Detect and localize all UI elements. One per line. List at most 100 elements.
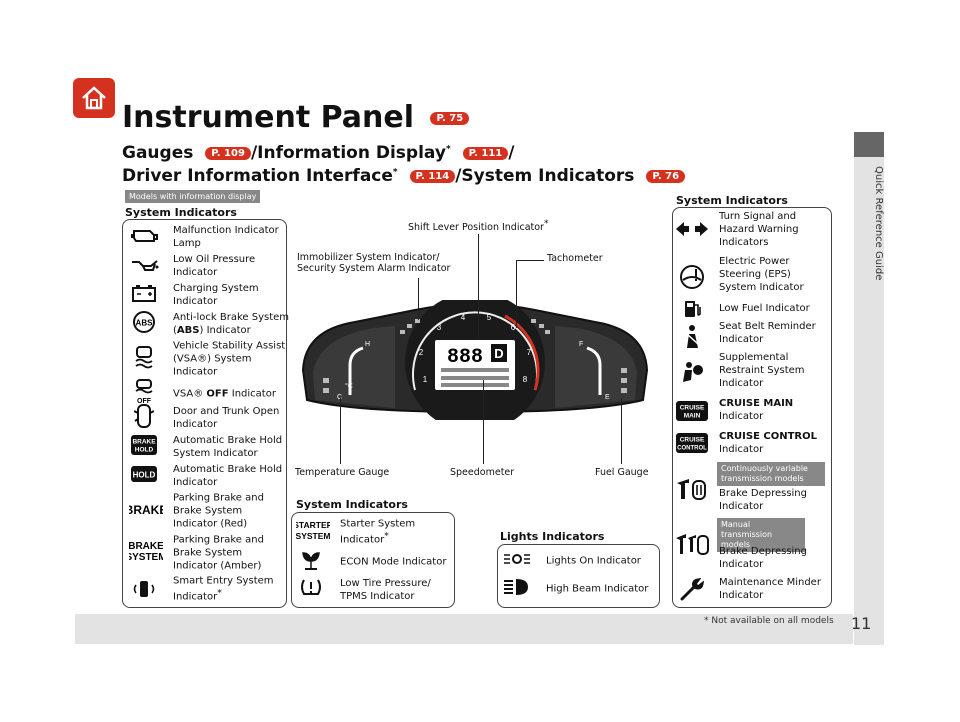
item-label: Brake Depressing Indicator — [719, 546, 807, 570]
low-fuel-icon — [675, 299, 709, 323]
star-mark: * — [543, 219, 549, 229]
tach-tick: 2 — [419, 348, 424, 357]
item-label: Automatic Brake Hold System Indicator — [173, 435, 283, 459]
item-label: Smart Entry System Indicator* — [173, 574, 285, 603]
smart-entry-icon — [129, 575, 159, 603]
label-part: Indicator — [719, 411, 764, 422]
hold-icon: HOLD — [129, 465, 159, 487]
callout-line-speed — [483, 380, 484, 464]
fuel-gauge-callout: Fuel Gauge — [595, 467, 649, 478]
callout-text: Security System Alarm Indicator — [297, 263, 451, 274]
list-item: BRAKE Parking Brake and Brake System Ind… — [125, 490, 284, 532]
item-label: Door and Trunk Open Indicator — [173, 406, 280, 430]
tpms-icon — [296, 577, 326, 603]
vsa-off-icon: OFF — [129, 379, 159, 409]
fuel-f-label: F — [579, 341, 583, 348]
right-indicator-panel: Turn Signal and Hazard Warning Indicator… — [672, 207, 832, 608]
tach-tick: 8 — [523, 375, 528, 384]
tach-tick: 7 — [527, 348, 532, 357]
cruise-icon-text: CRUISE — [680, 437, 705, 444]
item-label: Vehicle Stability Assist (VSA®) System I… — [173, 340, 286, 378]
cruise-control-icon: CRUISE CONTROL — [675, 432, 709, 458]
brake-icon-text: BRAKE — [129, 503, 163, 517]
malfunction-indicator-icon — [129, 225, 159, 249]
center-panel-title: System Indicators — [296, 498, 408, 511]
item-label: Malfunction Indicator Lamp — [173, 225, 279, 249]
seat-belt-icon — [675, 324, 709, 354]
subtitle-info-display: /Information Display — [250, 143, 446, 163]
label-bold: ABS — [176, 325, 200, 336]
title-page-ref[interactable]: P. 75 — [430, 112, 470, 125]
shift-lever-callout: Shift Lever Position Indicator* — [408, 219, 548, 233]
gauges-page-ref[interactable]: P. 109 — [205, 146, 251, 160]
sidebar-tab — [854, 132, 884, 157]
dii-page-ref[interactable]: P. 114 — [409, 169, 456, 183]
brake-depress-cvt-icon — [675, 477, 709, 505]
lights-on-icon — [502, 550, 532, 572]
speed-readout: 888 — [447, 346, 483, 369]
tach-tick: 6 — [511, 323, 516, 332]
callout-line-temp — [340, 398, 341, 464]
footer-band — [75, 614, 853, 644]
home-icon — [82, 86, 106, 110]
callout-text: Immobilizer System Indicator/ — [297, 252, 440, 263]
charging-system-icon — [129, 283, 159, 307]
brake-system-amber-icon: BRAKESYSTEM — [125, 539, 166, 567]
subtitle-gauges: Gauges — [122, 143, 194, 163]
speedometer-callout: Speedometer — [450, 467, 515, 478]
vsa-icon — [129, 345, 159, 373]
main-icon-text: MAIN — [684, 413, 701, 420]
cvt-models-tag: Continuously variable transmission model… — [717, 462, 825, 486]
item-label: Supplemental Restraint System Indicator — [719, 352, 805, 389]
page-number: 11 — [851, 614, 872, 633]
list-item: ECON Mode Indicator — [296, 549, 452, 575]
sidebar-strip — [854, 132, 884, 645]
item-label: Low Tire Pressure/ TPMS Indicator — [340, 578, 431, 602]
star-mark: * — [445, 144, 451, 155]
system-indicators-page-ref[interactable]: P. 76 — [646, 169, 686, 183]
home-button[interactable] — [73, 78, 115, 118]
item-label: Starter System Indicator* — [340, 517, 435, 546]
cruise-icon-text: CRUISE — [680, 405, 705, 412]
list-item: BRAKESYSTEM Parking Brake and Brake Syst… — [125, 532, 284, 574]
hold-icon-text: HOLD — [133, 471, 156, 480]
temp-c-label: C — [337, 394, 342, 401]
label-part: ) Indicator — [199, 325, 251, 336]
right-panel-title: System Indicators — [676, 194, 788, 207]
abs-icon-text: ABS — [136, 319, 154, 328]
item-label: Anti-lock Brake System (ABS) Indicator — [173, 311, 289, 337]
sidebar-label[interactable]: Quick Reference Guide — [873, 166, 884, 281]
tach-tick: 5 — [487, 313, 492, 322]
brake-red-icon: BRAKE — [125, 501, 168, 521]
brake-hold-text-2: HOLD — [135, 447, 154, 454]
item-label: Maintenance Minder Indicator — [719, 577, 821, 601]
item-label: Parking Brake and Brake System Indicator… — [173, 492, 264, 530]
item-label: ECON Mode Indicator — [340, 556, 447, 568]
label-bold: CRUISE MAIN — [719, 398, 794, 409]
starter-icon-text-1: STARTER — [296, 520, 330, 530]
maintenance-minder-icon — [675, 577, 709, 606]
label-part: VSA® — [173, 388, 207, 400]
temp-h-label: H — [365, 341, 370, 348]
star-mark: * — [217, 588, 222, 599]
brake-depress-mt-icon — [675, 532, 709, 560]
item-label: VSA® OFF Indicator — [173, 388, 285, 401]
control-icon-text: CONTROL — [677, 446, 707, 452]
econ-mode-icon — [296, 549, 326, 575]
srs-icon — [675, 360, 709, 390]
callout-line-tach-h — [516, 260, 544, 261]
info-display-page-ref[interactable]: P. 111 — [462, 146, 509, 160]
models-tag: Models with information display — [125, 190, 261, 203]
footnote: * Not available on all models — [704, 616, 834, 626]
door-trunk-icon — [129, 403, 159, 433]
label-part: Indicator — [719, 444, 764, 455]
lights-panel-title: Lights Indicators — [500, 530, 605, 543]
list-item: Lights On Indicator — [502, 547, 658, 575]
item-label: Electric Power Steering (EPS) System Ind… — [719, 256, 804, 293]
tach-tick: 4 — [461, 313, 466, 322]
gear-readout: D — [494, 346, 503, 361]
left-indicator-panel: Malfunction Indicator Lamp Low Oil Press… — [122, 219, 289, 608]
